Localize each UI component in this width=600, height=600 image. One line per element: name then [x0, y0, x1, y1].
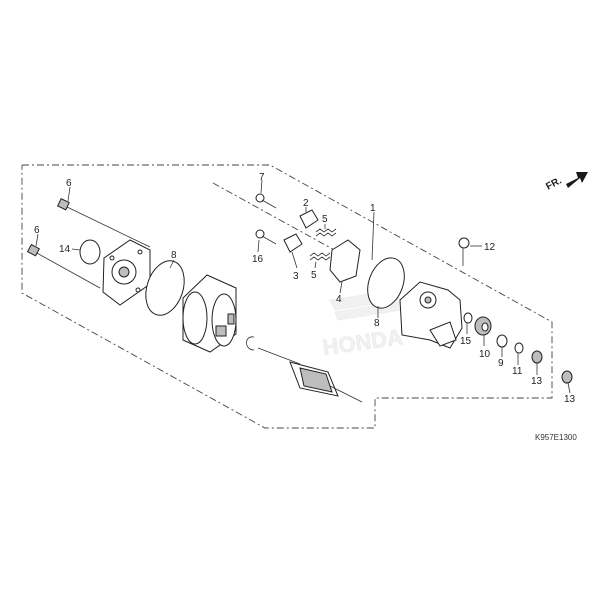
nut-13-outer — [561, 370, 573, 384]
callout-6-upper: 6 — [66, 178, 72, 189]
long-bolt-lower — [26, 243, 101, 289]
callout-8-left: 8 — [171, 250, 177, 261]
long-bolt-upper — [56, 197, 151, 248]
callout-7: 7 — [259, 172, 265, 183]
callout-11: 11 — [512, 366, 523, 377]
spring-5-lower — [309, 252, 331, 261]
snap-ring — [246, 336, 255, 351]
assembly-boundary — [21, 164, 553, 429]
screw-16 — [255, 229, 277, 245]
callout-8-right: 8 — [374, 318, 380, 329]
yoke-housing — [182, 274, 237, 353]
callout-9: 9 — [498, 358, 504, 369]
callout-10: 10 — [479, 349, 491, 360]
front-cover — [399, 281, 463, 349]
brush-3 — [283, 233, 303, 253]
bolt-12 — [458, 237, 470, 266]
armature — [257, 347, 363, 403]
watermark-text: HONDA — [321, 324, 404, 360]
callout-15: 15 — [460, 336, 472, 347]
callout-4: 4 — [336, 294, 342, 305]
callout-12: 12 — [484, 242, 496, 253]
callout-2: 2 — [303, 198, 309, 209]
callout-3: 3 — [293, 271, 299, 282]
callout-14: 14 — [59, 244, 71, 255]
callout-5-upper: 5 — [322, 214, 328, 225]
o-ring-8-right — [367, 257, 405, 309]
nut-13-inner — [531, 350, 543, 364]
orientation-label: FR. — [544, 175, 564, 192]
callout-13-outer: 13 — [564, 394, 576, 405]
callout-labels: 6 6 14 8 7 16 2 3 5 5 4 1 8 12 15 10 9 1… — [34, 172, 576, 405]
leader-lines — [35, 179, 571, 394]
callout-1: 1 — [370, 203, 376, 214]
callout-13-inner: 13 — [531, 376, 543, 387]
screw-7 — [255, 193, 277, 209]
callout-5-lower: 5 — [311, 270, 317, 281]
drawing-code: K957E1300 — [535, 433, 577, 442]
gear-10 — [474, 316, 492, 336]
orientation-indicator: FR. — [544, 172, 588, 193]
brush-holder-4 — [329, 239, 361, 283]
washer-11 — [514, 342, 524, 354]
washer-9 — [496, 334, 508, 348]
callout-16: 16 — [252, 254, 264, 265]
rear-cover — [102, 239, 151, 306]
o-ring-14 — [79, 239, 101, 265]
arrow-right-icon — [566, 172, 588, 188]
brush-2 — [299, 209, 319, 229]
spring-5-upper — [315, 228, 337, 237]
callout-6-lower: 6 — [34, 225, 40, 236]
washer-15 — [463, 312, 473, 324]
